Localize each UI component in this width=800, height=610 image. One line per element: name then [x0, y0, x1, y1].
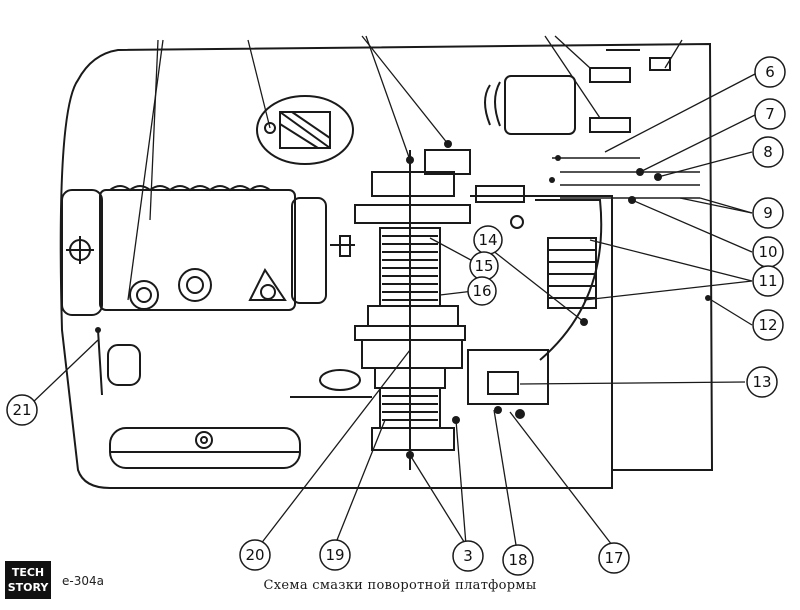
- callout-13: [746, 366, 778, 398]
- callout-14-label: 14: [478, 231, 497, 249]
- callout-6: [754, 56, 786, 88]
- hand-pump: [97, 329, 141, 396]
- callout-13-label: 13: [752, 373, 771, 391]
- callout-8: [752, 136, 784, 168]
- callout-11-label: 11: [758, 272, 777, 290]
- logo-line-2: STORY: [7, 581, 49, 594]
- callout-3-label: 3: [463, 547, 473, 565]
- top-components: [484, 49, 671, 135]
- callout-17-label: 17: [604, 549, 623, 567]
- bearing-detail: [256, 95, 354, 165]
- callout-10-label: 10: [758, 243, 777, 261]
- callout-21: [6, 394, 38, 426]
- callout-7-label: 7: [765, 105, 775, 123]
- callout-18-label: 18: [508, 551, 527, 569]
- callout-18: [502, 544, 534, 576]
- callout-20: [239, 539, 271, 571]
- platform-outline: [59, 42, 714, 489]
- figure-caption: Схема смазки поворотной платформы: [263, 578, 537, 593]
- right-housing: [290, 185, 613, 470]
- callout-12: [752, 309, 784, 341]
- swing-mechanism: [354, 149, 471, 470]
- callout-8-label: 8: [763, 143, 773, 161]
- callout-9: [752, 197, 784, 229]
- callout-7: [754, 98, 786, 130]
- engine: [61, 185, 355, 316]
- logo-line-1: TECH: [11, 566, 45, 579]
- callout-21-label: 21: [12, 401, 31, 419]
- callout-19: [319, 539, 351, 571]
- fuel-tank: [109, 427, 301, 469]
- callout-16-label: 16: [472, 282, 491, 300]
- techstory-logo: TECH STORY: [5, 561, 51, 599]
- figure-code: е-304а: [62, 574, 104, 588]
- callout-20-label: 20: [245, 546, 264, 564]
- callout-3: [452, 540, 484, 572]
- callout-15-label: 15: [474, 257, 493, 275]
- callout-9-label: 9: [763, 204, 773, 222]
- oil-lines: [552, 157, 700, 199]
- callout-16: [467, 276, 497, 306]
- callout-12-label: 12: [758, 316, 777, 334]
- callout-11: [752, 265, 784, 297]
- callout-6-label: 6: [765, 63, 775, 81]
- callout-19-label: 19: [325, 546, 344, 564]
- leader-lines: [29, 35, 756, 546]
- callout-17: [598, 542, 630, 574]
